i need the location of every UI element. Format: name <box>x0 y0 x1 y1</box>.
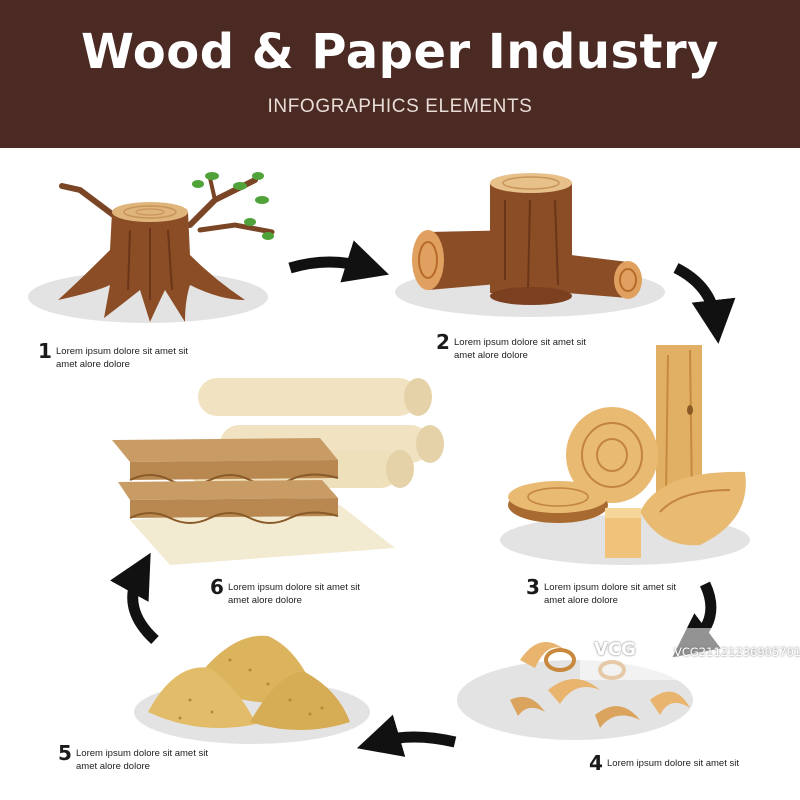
step-text-line: Lorem ipsum dolore sit amet sit <box>56 346 188 357</box>
sawdust-piles-icon <box>134 635 370 744</box>
step-text-line: Lorem ipsum dolore sit amet sit <box>228 582 360 593</box>
flow-arrow-icon <box>356 714 457 757</box>
step-number: 1 <box>38 339 52 363</box>
paper-cardboard-icon <box>112 378 444 565</box>
watermark-id: VCG21121236905701 <box>674 645 800 659</box>
lumber-pieces-icon <box>500 345 750 565</box>
step-text-line: amet alore dolore <box>454 350 528 361</box>
step-number: 5 <box>58 741 72 765</box>
page-subtitle: INFOGRAPHICS ELEMENTS <box>267 96 533 117</box>
step-number: 4 <box>589 751 603 775</box>
step-number: 6 <box>210 575 224 599</box>
flow-arrow-icon <box>288 240 389 283</box>
step-text-line: amet alore dolore <box>228 595 302 606</box>
header-banner: Wood & Paper Industry INFOGRAPHICS ELEME… <box>0 0 800 148</box>
step-text-line: Lorem ipsum dolore sit amet sit <box>607 758 739 769</box>
step-text-line: amet alore dolore <box>76 761 150 772</box>
watermark-logo: VCG <box>594 639 636 660</box>
flow-arrow-icon <box>110 552 159 645</box>
step-number: 3 <box>526 575 540 599</box>
page-title: Wood & Paper Industry <box>81 24 719 80</box>
step-text-line: amet alore dolore <box>56 359 130 370</box>
step-text-line: amet alore dolore <box>544 595 618 606</box>
step-text-line: Lorem ipsum dolore sit amet sit <box>76 748 208 759</box>
step-text-line: Lorem ipsum dolore sit amet sit <box>454 337 586 348</box>
step-text-line: Lorem ipsum dolore sit amet sit <box>544 582 676 593</box>
step-number: 2 <box>436 330 450 354</box>
logs-icon <box>395 173 665 317</box>
watermark-overlay <box>580 628 800 680</box>
process-illustration <box>28 172 750 757</box>
flow-arrow-icon <box>673 263 736 344</box>
tree-stump-icon <box>28 172 275 323</box>
